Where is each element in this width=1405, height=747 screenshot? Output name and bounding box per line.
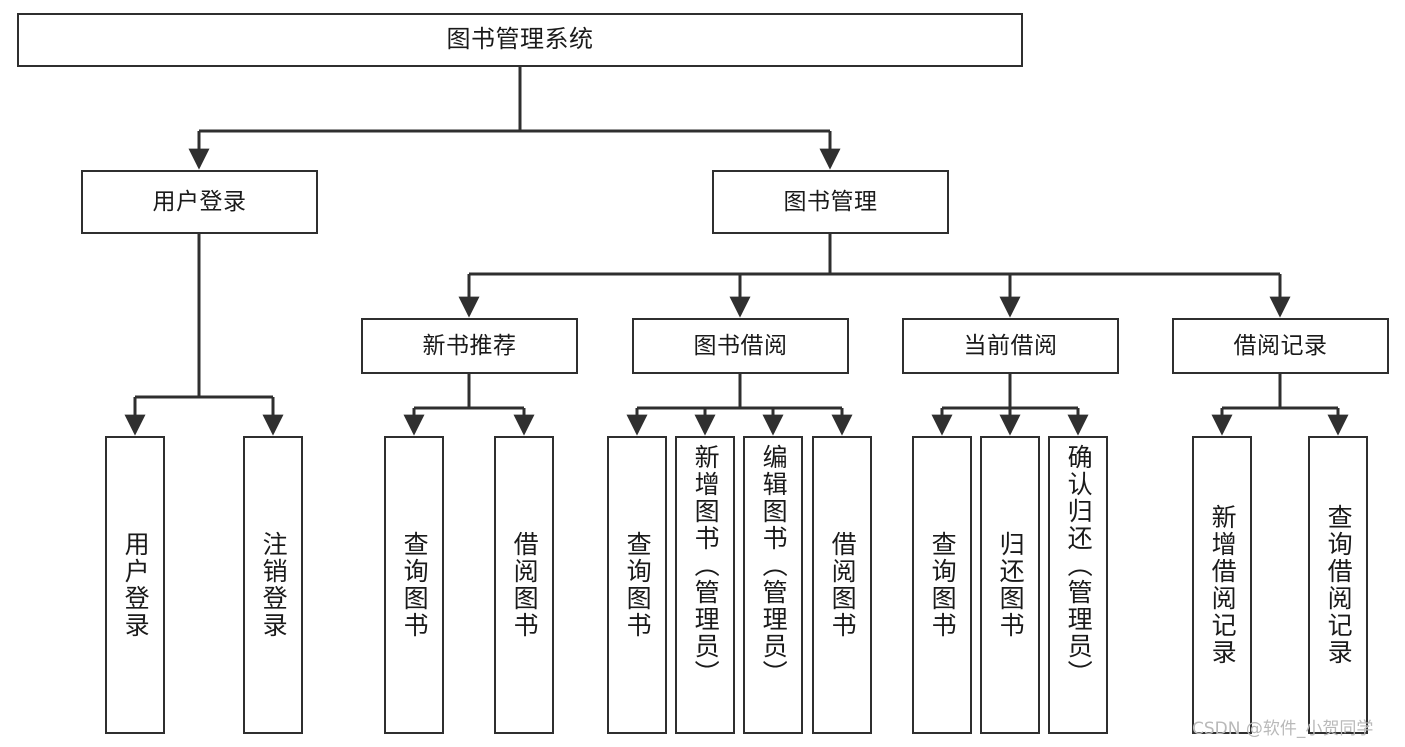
node-borrow-record[interactable]: 借阅记录	[1172, 318, 1389, 374]
node-label: 查询图书	[623, 531, 653, 639]
leaf-return-book[interactable]: 归还图书	[980, 436, 1040, 734]
leaf-query-borrow-record[interactable]: 查询借阅记录	[1308, 436, 1368, 734]
node-label: 当前借阅	[963, 332, 1058, 359]
node-label: 编辑图书（管理员）	[759, 444, 789, 687]
leaf-query-book-borrow[interactable]: 查询图书	[607, 436, 667, 734]
node-label: 图书借阅	[693, 332, 788, 359]
node-book-borrow[interactable]: 图书借阅	[632, 318, 849, 374]
leaf-add-book-admin[interactable]: 新增图书（管理员）	[675, 436, 735, 734]
node-current-borrow[interactable]: 当前借阅	[902, 318, 1119, 374]
node-label: 图书管理系统	[446, 25, 594, 54]
leaf-query-book-current[interactable]: 查询图书	[912, 436, 972, 734]
node-root-system[interactable]: 图书管理系统	[17, 13, 1023, 67]
leaf-borrow-book[interactable]: 借阅图书	[812, 436, 872, 734]
node-book-management[interactable]: 图书管理	[712, 170, 949, 234]
node-label: 借阅图书	[828, 531, 858, 639]
leaf-query-book-recommend[interactable]: 查询图书	[384, 436, 444, 734]
node-label: 归还图书	[996, 531, 1026, 639]
leaf-borrow-book-recommend[interactable]: 借阅图书	[494, 436, 554, 734]
node-label: 新增图书（管理员）	[691, 444, 721, 687]
node-label: 新书推荐	[422, 332, 517, 359]
leaf-add-borrow-record[interactable]: 新增借阅记录	[1192, 436, 1252, 734]
leaf-confirm-return-admin[interactable]: 确认归还（管理员）	[1048, 436, 1108, 734]
node-label: 查询图书	[400, 531, 430, 639]
node-label: 借阅图书	[510, 531, 540, 639]
leaf-user-login[interactable]: 用户登录	[105, 436, 165, 734]
node-label: 注销登录	[259, 531, 289, 639]
node-label: 确认归还（管理员）	[1064, 444, 1094, 687]
node-new-book-recommend[interactable]: 新书推荐	[361, 318, 578, 374]
leaf-logout[interactable]: 注销登录	[243, 436, 303, 734]
node-label: 借阅记录	[1233, 332, 1328, 359]
node-label: 图书管理	[783, 188, 878, 215]
node-label: 新增借阅记录	[1208, 504, 1238, 666]
node-label: 查询借阅记录	[1324, 504, 1354, 666]
node-user-login[interactable]: 用户登录	[81, 170, 318, 234]
csdn-watermark: CSDN @软件_小贺同学	[1192, 719, 1374, 739]
node-label: 查询图书	[928, 531, 958, 639]
node-label: 用户登录	[121, 531, 151, 639]
node-label: 用户登录	[152, 188, 247, 215]
leaf-edit-book-admin[interactable]: 编辑图书（管理员）	[743, 436, 803, 734]
